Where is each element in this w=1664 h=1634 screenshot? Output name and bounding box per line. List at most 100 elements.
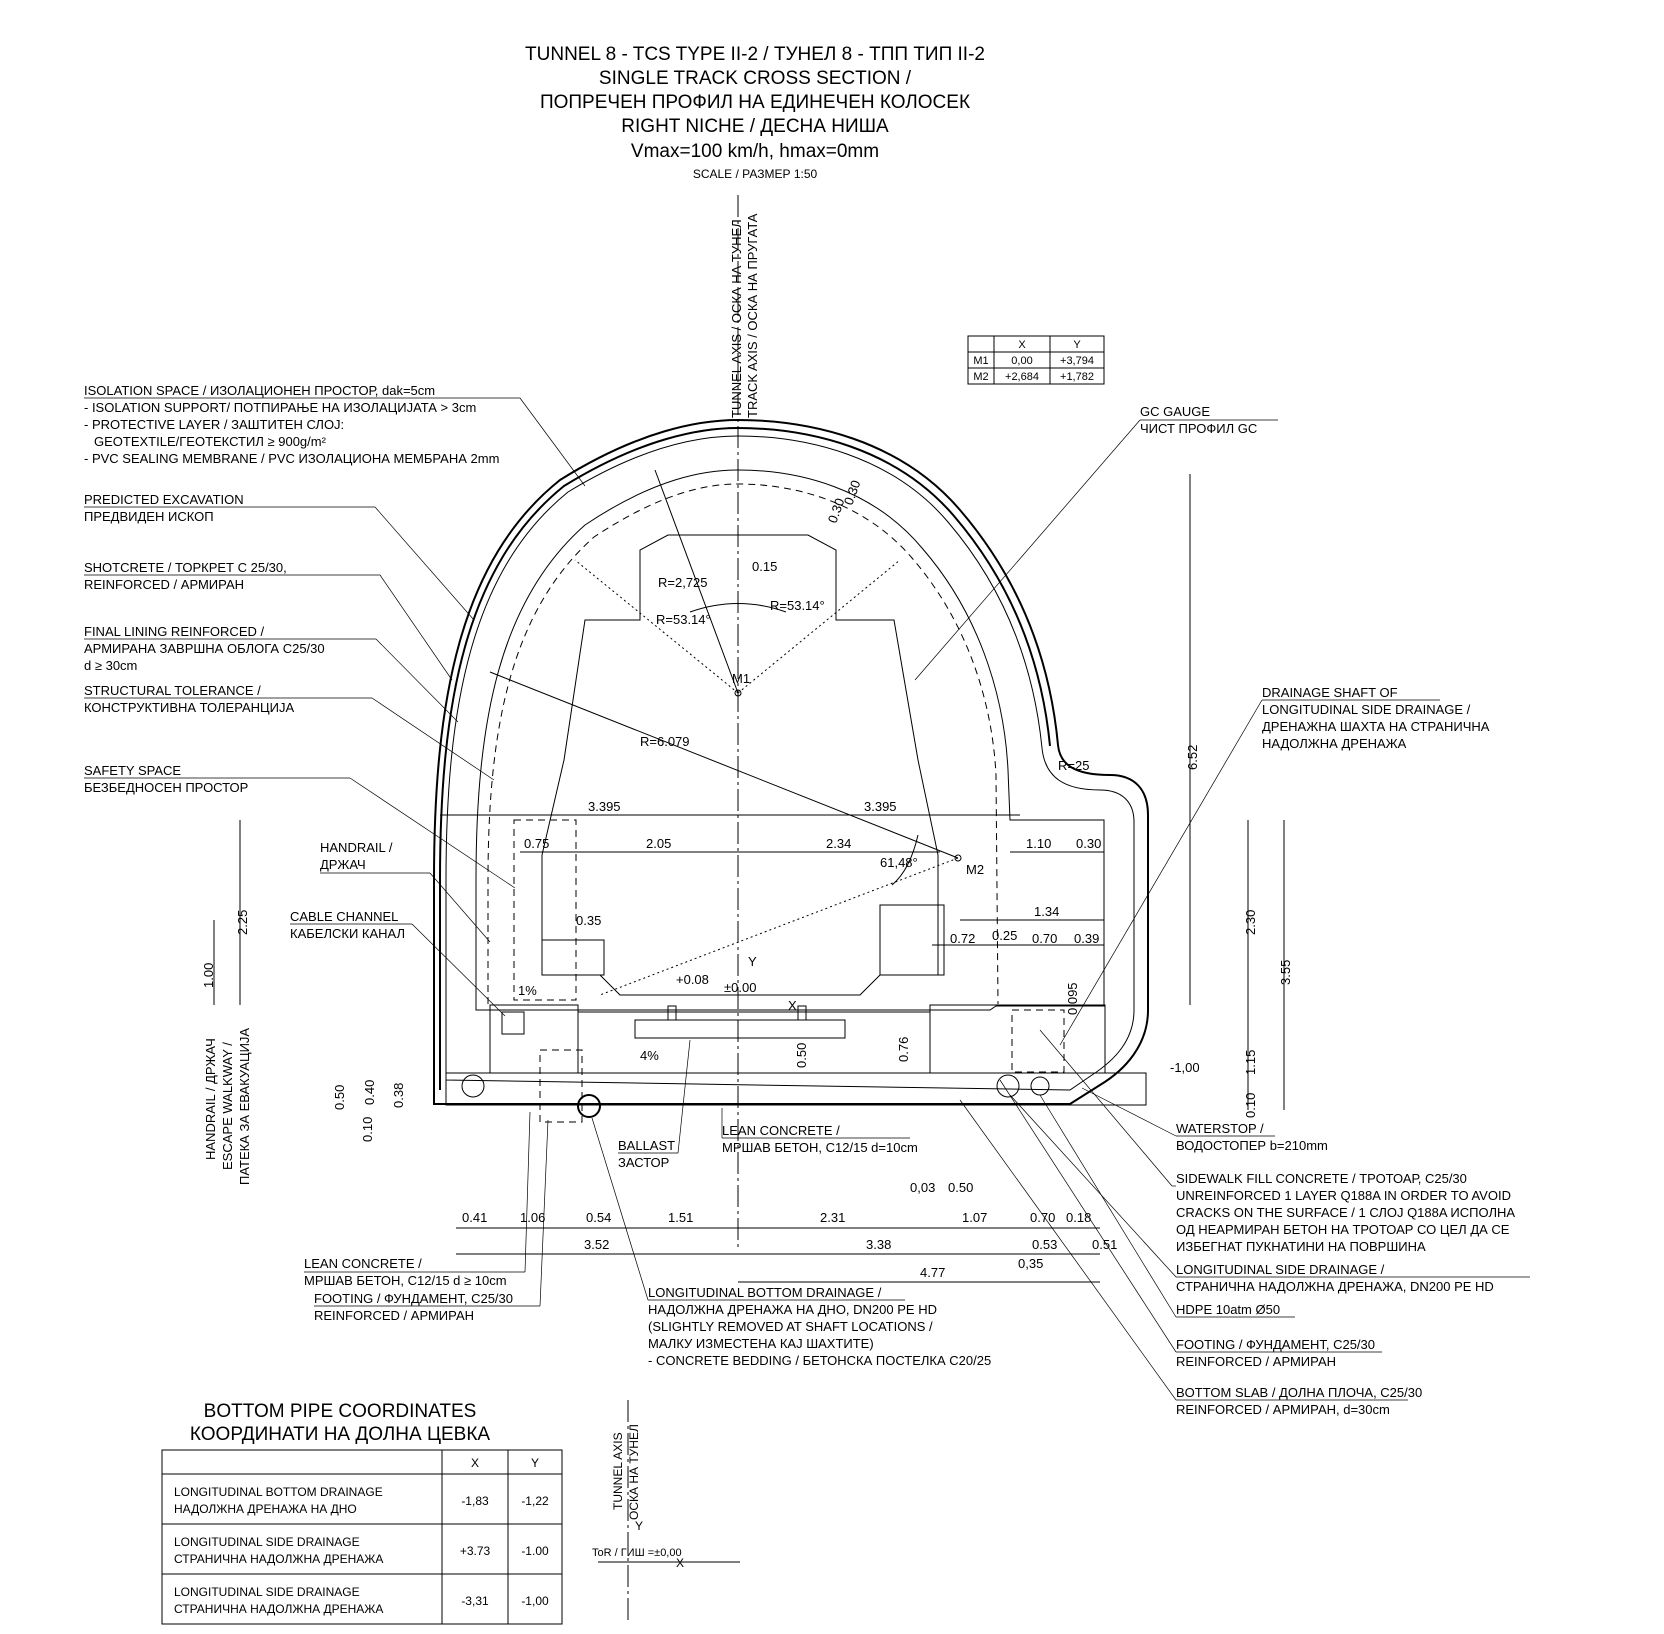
label-safety-1: SAFETY SPACE [84, 763, 181, 778]
label-shaft-2: LONGITUDINAL SIDE DRAINAGE / [1262, 702, 1471, 717]
bottom-slab [445, 1072, 1147, 1106]
m-table-cell: +2,684 [1005, 371, 1039, 383]
bdim-338: 3.38 [866, 1237, 891, 1252]
pipe-row-y: -1.00 [521, 1544, 549, 1558]
label-gc-2: ЧИСТ ПРОФИЛ GC [1140, 421, 1257, 436]
dim-0095: 0.095 [1065, 982, 1080, 1015]
label-shaft-4: НАДОЛЖНА ДРЕНАЖА [1262, 736, 1407, 751]
dimension-values: 0.15 0.30 0.30 3.395 3.395 0.75 2.05 2.3… [201, 474, 1293, 1283]
label-isolation-3: - PROTECTIVE LAYER / ЗАШТИТЕН СЛОЈ: [84, 417, 344, 432]
label-handrail-2: ДРЖАЧ [320, 857, 366, 872]
radius-m2 [489, 671, 959, 859]
m-table-header-x: X [1018, 339, 1026, 351]
bdim-070: 0.70 [1030, 1210, 1055, 1225]
label-footing-1: FOOTING / ФУНДАМЕНТ, C25/30 [314, 1291, 513, 1306]
rail-right [797, 1005, 807, 1021]
label-ballast-1: BALLAST [618, 1138, 675, 1153]
label-bottom-drain-2: НАДОЛЖНА ДРЕНАЖА НА ДНО, DN200 PE HD [648, 1302, 937, 1317]
label-walkway-3: ПАТЕКА ЗА ЕВАКУАЦИЈА [237, 1028, 252, 1185]
label-slab-1: BOTTOM SLAB / ДОЛНА ПЛОЧА, C25/30 [1176, 1385, 1422, 1400]
label-angle-m2: 61,48° [880, 855, 918, 870]
radius-m1 [654, 469, 739, 694]
tunnel-structure [433, 418, 1149, 1123]
label-r6079: R=6.079 [640, 734, 690, 749]
ray-left [574, 559, 739, 694]
label-tolerance-2: КОНСТРУКТИВНА ТОЛЕРАНЦИЈА [84, 700, 295, 715]
left-annotations: ISOLATION SPACE / ИЗОЛАЦИОНЕН ПРОСТОР, d… [84, 383, 586, 1323]
pipe-row-name: СТРАНИЧНА НАДОЛЖНА ДРЕНАЖА [174, 1552, 383, 1566]
dim-030b: 0.30 [841, 478, 864, 507]
m-table-cell: +3,794 [1060, 355, 1094, 367]
dim-115: 1.15 [1243, 1050, 1258, 1075]
label-lining-3: d ≥ 30cm [84, 658, 137, 673]
dim-003: 0,03 [910, 1180, 935, 1195]
bottom-drain-pipe [577, 1094, 601, 1118]
legend-x-label: X [676, 1556, 684, 1570]
label-isolation-5: - PVC SEALING MEMBRANE / PVC ИЗОЛАЦИОНА … [84, 451, 499, 466]
label-walkway-2: ESCAPE WALKWAY / [220, 1042, 235, 1170]
label-sidewalk-1: SIDEWALK FILL CONCRETE / ТРОТОАР, C25/30 [1176, 1171, 1467, 1186]
bdim-053: 0.53 [1032, 1237, 1057, 1252]
bdim-231: 2.31 [820, 1210, 845, 1225]
m-table-cell: +1,782 [1060, 371, 1094, 383]
geometry-lines [440, 469, 1104, 996]
dim-038: 0.38 [391, 1083, 406, 1108]
m-table-cell: M1 [973, 355, 988, 367]
dim-039: 0.39 [1074, 931, 1099, 946]
label-bottom-drain-3: (SLIGHTLY REMOVED AT SHAFT LOCATIONS / [648, 1319, 933, 1334]
excavation-outline [433, 418, 1149, 1105]
dim-230: 2.30 [1243, 910, 1258, 935]
dim-205: 2.05 [646, 836, 671, 851]
label-footing-2: REINFORCED / АРМИРАН [314, 1308, 474, 1323]
label-sidewalk-4: ОД НЕАРМИРАН БЕТОН НА ТРОТОАР СО ЦЕЛ ДА … [1176, 1222, 1510, 1237]
label-waterstop-1: WATERSTOP / [1176, 1121, 1264, 1136]
bdim-035: 0,35 [1018, 1256, 1043, 1271]
label-excavation-2: ПРЕДВИДЕН ИСКОП [84, 509, 214, 524]
right-drain-pipe-2 [1030, 1076, 1050, 1096]
dim-100: 1.00 [201, 963, 216, 988]
label-sidewalk-3: CRACKS ON THE SURFACE / 1 СЛОЈ Q188A ИСП… [1176, 1205, 1515, 1220]
label-lean-c-1: LEAN CONCRETE / [722, 1123, 840, 1138]
pipe-row-name: СТРАНИЧНА НАДОЛЖНА ДРЕНАЖА [174, 1602, 383, 1616]
membrane-line [439, 426, 1051, 1090]
label-bottom-drain-4: МАЛКУ ИЗМЕСТЕНА КАЈ ШАХТИТЕ) [648, 1336, 874, 1351]
dim-3395-left: 3.395 [588, 799, 621, 814]
label-cable-1: CABLE CHANNEL [290, 909, 398, 924]
label-angle-right: R=53.14° [770, 598, 825, 613]
label-m2: M2 [966, 862, 984, 877]
left-safety-box [513, 819, 577, 1001]
dim-076: 0.76 [896, 1037, 911, 1062]
label-level-m100: -1,00 [1170, 1060, 1200, 1075]
label-side-drain-2: СТРАНИЧНА НАДОЛЖНА ДРЕНАЖА, DN200 PE HD [1176, 1279, 1494, 1294]
label-slope-4: 4% [640, 1048, 659, 1063]
dim-010l: 0.10 [360, 1117, 375, 1142]
title-line-5: Vmax=100 km/h, hmax=0mm [631, 141, 879, 162]
m-table-cell: M2 [973, 371, 988, 383]
dim-050h: 0.50 [948, 1180, 973, 1195]
label-m1: M1 [732, 671, 750, 686]
dim-110: 1.10 [1026, 836, 1051, 851]
label-y-mark: Y [748, 954, 757, 969]
geometry-annotations: R=2,725 R=6.079 R=25 R=53.14° R=53.14° 6… [518, 575, 1200, 1075]
dim-072: 0.72 [950, 931, 975, 946]
dim-3395-right: 3.395 [864, 799, 897, 814]
pipe-table-col-x: X [471, 1456, 479, 1470]
dim-234: 2.34 [826, 836, 851, 851]
dim-075: 0.75 [524, 836, 549, 851]
label-lining-1: FINAL LINING REINFORCED / [84, 624, 264, 639]
label-ballast-2: ЗАСТОР [618, 1155, 669, 1170]
label-angle-left: R=53.14° [656, 612, 711, 627]
pipe-table-title-2: КООРДИНАТИ НА ДОЛНА ЦЕВКА [190, 1424, 491, 1445]
label-lean-2: МРШАВ БЕТОН, C12/15 d ≥ 10cm [304, 1273, 507, 1288]
label-shaft-3: ДРЕНАЖНА ШАХТА НА СТРАНИЧНА [1262, 719, 1490, 734]
ray-m2-down [599, 857, 959, 996]
label-isolation-1: ISOLATION SPACE / ИЗОЛАЦИОНЕН ПРОСТОР, d… [84, 383, 435, 398]
label-slab-2: REINFORCED / АРМИРАН, d=30cm [1176, 1402, 1390, 1417]
right-equipment-box [879, 904, 945, 976]
legend-tor-label: ToR / ГИШ =±0,00 [592, 1547, 682, 1559]
label-walkway-1: HANDRAIL / ДРЖАЧ [203, 1038, 218, 1160]
dim-225: 2.25 [235, 910, 250, 935]
dim-070: 0.70 [1032, 931, 1057, 946]
left-sidewalk [489, 1004, 579, 1074]
